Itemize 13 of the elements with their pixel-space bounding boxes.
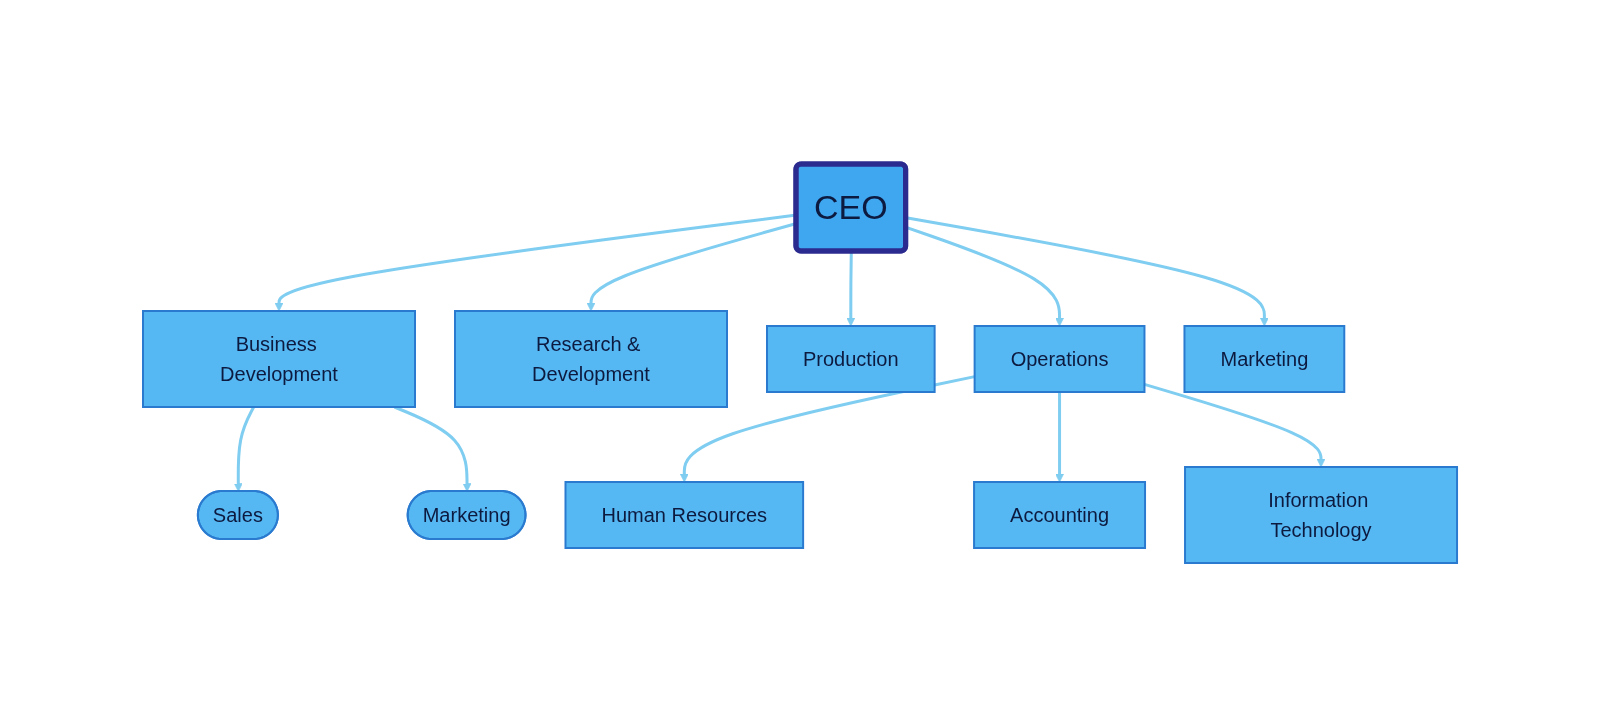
node-box: Operations <box>973 324 1146 393</box>
arrow <box>1055 391 1064 482</box>
node-box: Research & Development <box>454 309 728 408</box>
arrow <box>1144 382 1326 467</box>
arrow <box>393 405 472 492</box>
node-box: Production <box>766 324 936 393</box>
arrow <box>233 405 255 492</box>
node-box: Human Resources <box>564 480 805 549</box>
arrow <box>679 374 975 482</box>
node-box: Accounting <box>973 480 1146 549</box>
node-box: Marketing <box>1183 324 1346 393</box>
node-box: Information Technology <box>1184 465 1458 564</box>
node-box: Business Development <box>142 309 416 408</box>
